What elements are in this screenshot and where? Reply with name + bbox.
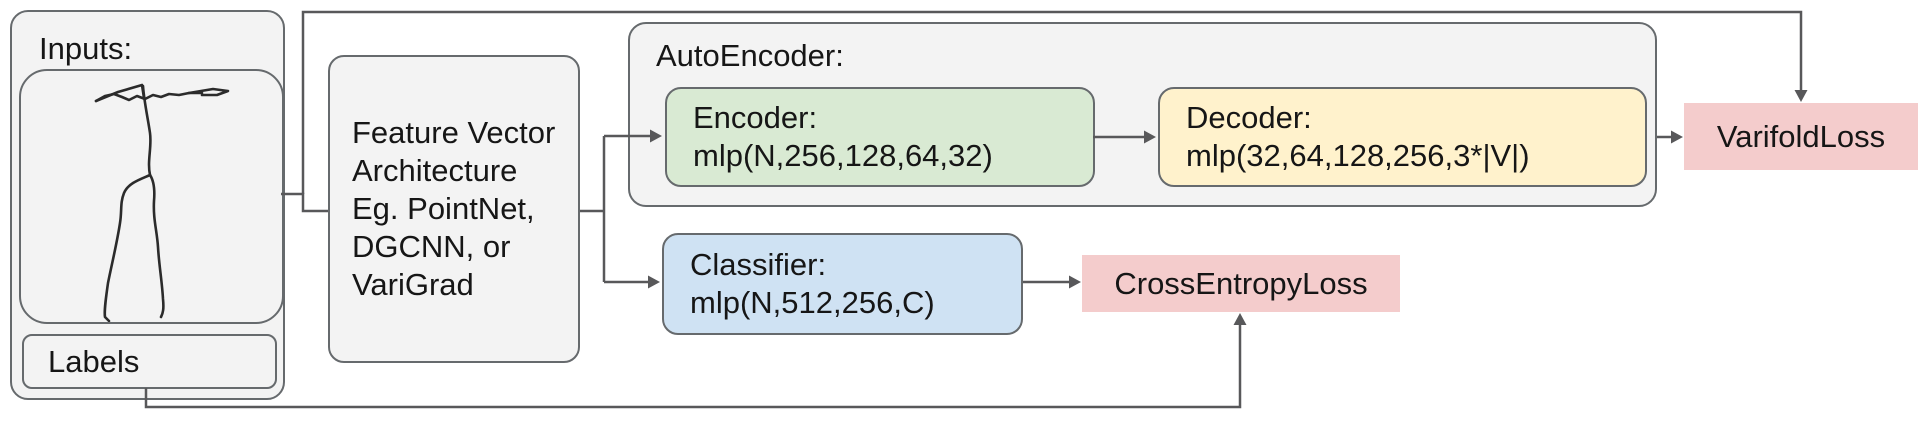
input-sketch-drawing xyxy=(94,83,230,322)
encoder-title: Encoder: xyxy=(693,100,818,135)
encoder-box: Encoder: mlp(N,256,128,64,32) xyxy=(665,87,1095,187)
autoencoder-container: AutoEncoder: Encoder: mlp(N,256,128,64,3… xyxy=(628,22,1657,207)
inputs-panel: Inputs: Labels xyxy=(10,10,285,400)
autoencoder-title: AutoEncoder: xyxy=(656,38,844,73)
cross-entropy-loss-box: CrossEntropyLoss xyxy=(1082,255,1400,312)
classifier-title: Classifier: xyxy=(690,247,827,282)
encoder-formula: mlp(N,256,128,64,32) xyxy=(693,138,993,173)
inputs-title: Inputs: xyxy=(39,31,133,66)
decoder-title: Decoder: xyxy=(1186,100,1312,135)
classifier-formula: mlp(N,512,256,C) xyxy=(690,285,935,320)
varifold-loss-label: VarifoldLoss xyxy=(1716,118,1886,154)
decoder-formula: mlp(32,64,128,256,3*|V|) xyxy=(1186,138,1530,173)
input-sketch-box xyxy=(19,69,284,324)
feature-vector-text: Feature Vector Architecture Eg. PointNet… xyxy=(352,115,556,302)
cross-entropy-loss-label: CrossEntropyLoss xyxy=(1114,265,1368,301)
feature-vector-box: Feature Vector Architecture Eg. PointNet… xyxy=(328,55,580,363)
classifier-box: Classifier: mlp(N,512,256,C) xyxy=(662,233,1023,335)
labels-box-label: Labels xyxy=(48,343,140,379)
varifold-loss-box: VarifoldLoss xyxy=(1684,103,1918,170)
labels-box: Labels xyxy=(22,334,277,389)
decoder-box: Decoder: mlp(32,64,128,256,3*|V|) xyxy=(1158,87,1647,187)
